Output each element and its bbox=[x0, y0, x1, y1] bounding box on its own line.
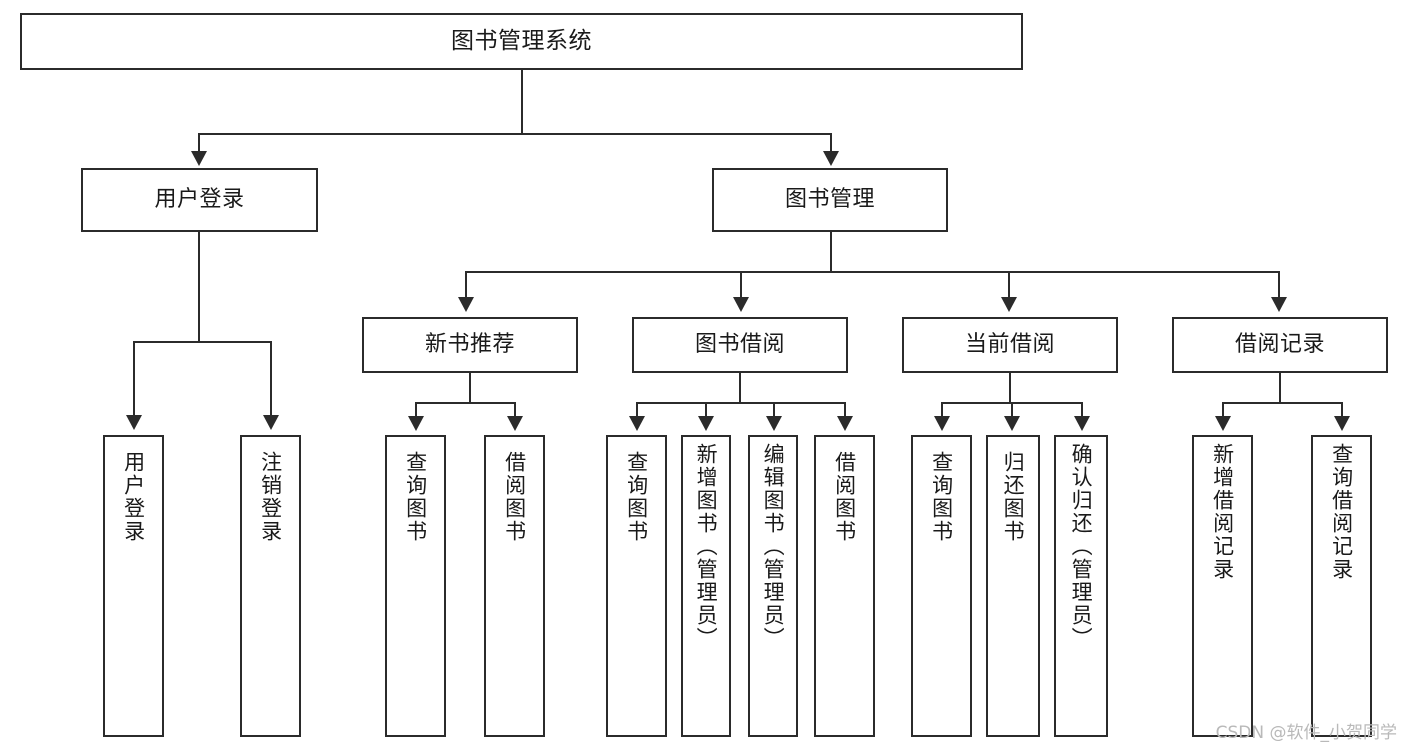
arrowhead-new-book-rec-to-leaf-1 bbox=[408, 416, 424, 431]
connector-user-login-stem bbox=[198, 232, 200, 341]
arrowhead-current-borrow-to-leaf-2 bbox=[1004, 416, 1020, 431]
arrowhead-book-borrow-to-leaf-4 bbox=[837, 416, 853, 431]
connector-book-manage-stem bbox=[830, 232, 832, 271]
connector-new-book-rec-to-leaf-2 bbox=[514, 402, 516, 418]
connector-user-login-bus bbox=[133, 341, 270, 343]
connector-book-manage-to-child-2 bbox=[740, 271, 742, 299]
connector-book-manage-to-child-1 bbox=[465, 271, 467, 299]
arrowhead-book-borrow-to-leaf-2 bbox=[698, 416, 714, 431]
connector-book-borrow-to-leaf-1 bbox=[636, 402, 638, 418]
connector-book-manage-to-child-3 bbox=[1008, 271, 1010, 299]
connector-borrow-record-stem bbox=[1279, 373, 1281, 402]
leaf-borrow-add-book-admin[interactable]: 新增图书（管理员） bbox=[681, 435, 731, 737]
connector-new-book-rec-stem bbox=[469, 373, 471, 402]
connector-user-login-to-leaf-1 bbox=[133, 341, 135, 417]
node-new-book-recommendation[interactable]: 新书推荐 bbox=[362, 317, 578, 373]
connector-current-borrow-stem bbox=[1009, 373, 1011, 402]
node-current-borrow[interactable]: 当前借阅 bbox=[902, 317, 1118, 373]
arrowhead-current-borrow-to-leaf-3 bbox=[1074, 416, 1090, 431]
connector-current-borrow-to-leaf-1 bbox=[941, 402, 943, 418]
node-label: 查询借阅记录 bbox=[1329, 443, 1354, 581]
node-borrow-record[interactable]: 借阅记录 bbox=[1172, 317, 1388, 373]
node-label: 借阅图书 bbox=[502, 451, 527, 543]
node-label: 注销登录 bbox=[258, 451, 283, 543]
node-label: 查询图书 bbox=[929, 451, 954, 543]
connector-root-bus bbox=[198, 133, 831, 135]
node-label: 归还图书 bbox=[1001, 451, 1026, 543]
connector-root-to-user-login bbox=[198, 133, 200, 153]
connector-borrow-record-to-leaf-1 bbox=[1222, 402, 1224, 418]
node-label: 新增借阅记录 bbox=[1210, 443, 1235, 581]
connector-new-book-rec-to-leaf-1 bbox=[415, 402, 417, 418]
connector-current-borrow-to-leaf-3 bbox=[1081, 402, 1083, 418]
leaf-record-add-borrow-record[interactable]: 新增借阅记录 bbox=[1192, 435, 1253, 737]
connector-book-manage-bus bbox=[465, 271, 1280, 273]
arrowhead-new-book-rec-to-leaf-2 bbox=[507, 416, 523, 431]
node-label: 借阅记录 bbox=[1234, 332, 1325, 358]
connector-user-login-to-leaf-2 bbox=[270, 341, 272, 417]
node-label: 查询图书 bbox=[624, 451, 649, 543]
connector-book-borrow-to-leaf-4 bbox=[844, 402, 846, 418]
connector-book-borrow-bus bbox=[636, 402, 844, 404]
arrowhead-root-to-user-login bbox=[191, 151, 207, 166]
connector-borrow-record-to-leaf-2 bbox=[1341, 402, 1343, 418]
leaf-record-query-borrow-record[interactable]: 查询借阅记录 bbox=[1311, 435, 1372, 737]
node-label: 当前借阅 bbox=[964, 332, 1055, 358]
node-book-management[interactable]: 图书管理 bbox=[712, 168, 948, 232]
connector-borrow-record-bus bbox=[1222, 402, 1341, 404]
node-user-login[interactable]: 用户登录 bbox=[81, 168, 318, 232]
arrowhead-book-borrow-to-leaf-1 bbox=[629, 416, 645, 431]
leaf-recommend-query-book[interactable]: 查询图书 bbox=[385, 435, 446, 737]
connector-book-borrow-to-leaf-2 bbox=[705, 402, 707, 418]
node-label: 图书管理 bbox=[784, 187, 875, 213]
arrowhead-user-login-to-leaf-1 bbox=[126, 415, 142, 430]
arrowhead-user-login-to-leaf-2 bbox=[263, 415, 279, 430]
leaf-user-login[interactable]: 用户登录 bbox=[103, 435, 164, 737]
connector-root-stem bbox=[521, 70, 523, 133]
node-label: 借阅图书 bbox=[832, 451, 857, 543]
arrowhead-borrow-record-to-leaf-1 bbox=[1215, 416, 1231, 431]
node-label: 图书借阅 bbox=[694, 332, 785, 358]
node-label: 新增图书（管理员） bbox=[694, 443, 719, 650]
leaf-current-return-book[interactable]: 归还图书 bbox=[986, 435, 1040, 737]
node-label: 图书管理系统 bbox=[451, 27, 592, 54]
node-root-book-management-system[interactable]: 图书管理系统 bbox=[20, 13, 1023, 70]
node-label: 用户登录 bbox=[154, 187, 245, 213]
arrowhead-root-to-book-manage bbox=[823, 151, 839, 166]
arrowhead-book-borrow-to-leaf-3 bbox=[766, 416, 782, 431]
arrowhead-book-manage-to-child-3 bbox=[1001, 297, 1017, 312]
connector-book-borrow-to-leaf-3 bbox=[773, 402, 775, 418]
connector-book-borrow-stem bbox=[739, 373, 741, 402]
node-label: 确认归还（管理员） bbox=[1069, 443, 1094, 650]
connector-new-book-rec-bus bbox=[415, 402, 514, 404]
node-book-borrow[interactable]: 图书借阅 bbox=[632, 317, 848, 373]
arrowhead-book-manage-to-child-4 bbox=[1271, 297, 1287, 312]
leaf-borrow-lend-book[interactable]: 借阅图书 bbox=[814, 435, 875, 737]
arrowhead-borrow-record-to-leaf-2 bbox=[1334, 416, 1350, 431]
leaf-current-query-book[interactable]: 查询图书 bbox=[911, 435, 972, 737]
leaf-recommend-borrow-book[interactable]: 借阅图书 bbox=[484, 435, 545, 737]
leaf-user-logout[interactable]: 注销登录 bbox=[240, 435, 301, 737]
node-label: 新书推荐 bbox=[424, 332, 515, 358]
node-label: 查询图书 bbox=[403, 451, 428, 543]
arrowhead-book-manage-to-child-2 bbox=[733, 297, 749, 312]
connector-book-manage-to-child-4 bbox=[1278, 271, 1280, 299]
node-label: 用户登录 bbox=[121, 451, 146, 543]
arrowhead-book-manage-to-child-1 bbox=[458, 297, 474, 312]
leaf-borrow-edit-book-admin[interactable]: 编辑图书（管理员） bbox=[748, 435, 798, 737]
arrowhead-current-borrow-to-leaf-1 bbox=[934, 416, 950, 431]
leaf-borrow-query-book[interactable]: 查询图书 bbox=[606, 435, 667, 737]
node-label: 编辑图书（管理员） bbox=[761, 443, 786, 650]
connector-root-to-book-manage bbox=[830, 133, 832, 153]
leaf-current-confirm-return-admin[interactable]: 确认归还（管理员） bbox=[1054, 435, 1108, 737]
connector-current-borrow-to-leaf-2 bbox=[1011, 402, 1013, 418]
